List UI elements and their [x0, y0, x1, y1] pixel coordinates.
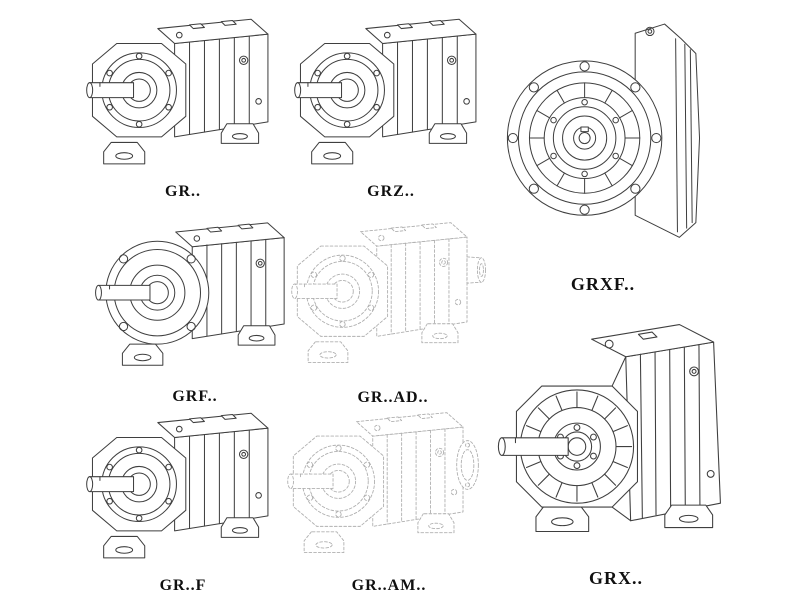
flange-front-gearbox-drawing: [497, 2, 709, 264]
figure-label: GR..: [165, 183, 201, 200]
large-foot-mounted-gearbox-drawing: [494, 298, 738, 560]
motor-adapter-gearbox-drawing: [287, 412, 479, 554]
figure-label: GRXF..: [570, 274, 636, 294]
figure-label: GRF..: [172, 388, 218, 405]
gearbox-figure-grf: GRF..: [93, 210, 297, 406]
gearbox-figure-gr-am: GR..AM..: [286, 400, 492, 595]
figure-label: GR..F: [159, 577, 207, 594]
figure-label: GRX..: [589, 568, 643, 588]
adapter-gearbox-drawing: [291, 222, 486, 364]
gearbox-figure-grx: GRX..: [494, 298, 738, 589]
gearbox-figure-gr-f: GR..F: [85, 400, 281, 595]
gearbox-figure-grxf: GRXF..: [497, 2, 709, 295]
foot-mounted-gearbox-drawing: [85, 400, 281, 573]
foot-mounted-gearbox-drawing: [85, 6, 281, 179]
gearbox-figure-grz: GRZ..: [293, 6, 489, 201]
figure-label: GRZ..: [367, 183, 415, 200]
gearbox-figure-gr-ad: GR..AD..: [290, 210, 496, 407]
foot-mounted-gearbox-drawing: [293, 6, 489, 179]
flange-mounted-gearbox-drawing: [93, 210, 297, 380]
figure-label: GR..AD..: [357, 389, 429, 406]
figure-label: GR..AM..: [351, 577, 427, 594]
gearbox-figure-gr: GR..: [85, 6, 281, 201]
